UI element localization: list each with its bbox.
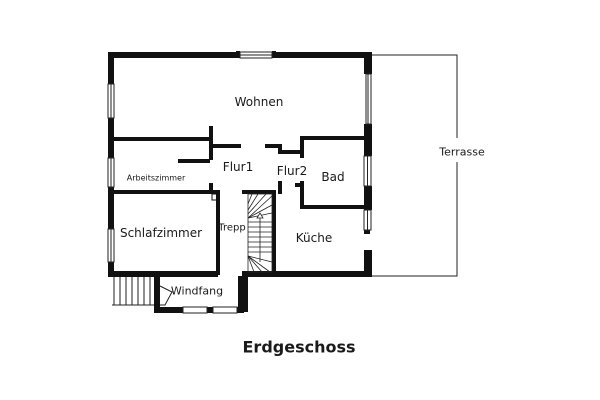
room-label-trepp: Trepp [218, 222, 246, 234]
terrace-outline [372, 54, 458, 277]
window-frames [107, 51, 372, 263]
floor-title: Erdgeschoss [242, 337, 356, 357]
room-label-wohnen: Wohnen [234, 95, 284, 109]
room-label-arbeitszimmer: Arbeitszimmer [126, 173, 186, 183]
staircase [247, 193, 273, 273]
room-label-schlafzimmer: Schlafzimmer [119, 226, 203, 240]
room-label-terrasse: Terrasse [439, 143, 485, 161]
interior-walls [114, 126, 366, 312]
exterior-walls [108, 51, 372, 277]
room-label-bad: Bad [321, 170, 345, 184]
room-label-kueche: Küche [295, 231, 333, 245]
entrance-steps [112, 277, 154, 306]
room-label-flur1: Flur1 [222, 160, 254, 174]
room-label-flur2: Flur2 [276, 164, 308, 178]
room-label-windfang: Windfang [170, 284, 224, 298]
entrance-windfang [154, 276, 244, 314]
